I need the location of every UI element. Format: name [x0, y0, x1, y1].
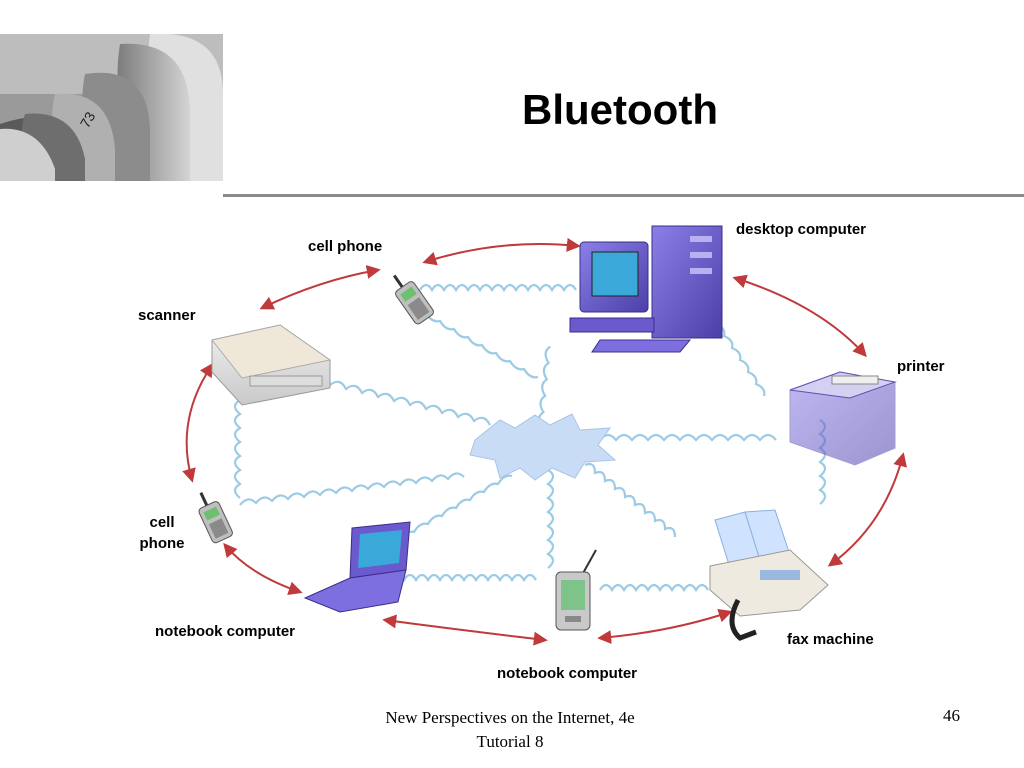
- radio-links: [233, 283, 827, 593]
- wave-ring-top: [419, 283, 577, 293]
- arrow-fax-pda: [597, 608, 733, 645]
- arrow-pda-notebook: [382, 614, 548, 646]
- wave-to-scanner: [329, 380, 491, 426]
- arrow-scanner-cellphone: [259, 265, 381, 310]
- footer-line-2: Tutorial 8: [476, 732, 544, 751]
- wave-to-printer: [599, 433, 777, 442]
- label-printer: printer: [897, 358, 945, 375]
- title-divider: [223, 194, 1024, 197]
- label-desktop-computer: desktop computer: [736, 221, 867, 238]
- label-cell-phone-top: cell phone: [308, 238, 383, 255]
- fax-machine-icon: [709, 509, 829, 641]
- wave-to-notebook-left: [399, 474, 513, 541]
- slide-title: Bluetooth: [522, 86, 718, 133]
- label-notebook-left: notebook computer: [155, 623, 296, 640]
- footer-line-1: New Perspectives on the Internet, 4e: [385, 708, 635, 727]
- cellphone-left-icon: [198, 492, 233, 544]
- header-photo: 73: [0, 34, 223, 181]
- cellphone-top-icon: [392, 274, 434, 325]
- label-fax-machine: fax machine: [787, 631, 874, 648]
- wave-ring-bottom: [379, 573, 537, 583]
- bluetooth-hub: [469, 413, 617, 481]
- wave-to-fax: [584, 462, 677, 538]
- wave-ring-bottom-right: [599, 583, 709, 593]
- wave-ring-left: [233, 399, 242, 499]
- wave-to-cellphone-left: [239, 472, 465, 506]
- arrow-printer-fax: [827, 452, 907, 567]
- slide-footer: New Perspectives on the Internet, 4e Tut…: [330, 706, 690, 754]
- wave-to-cellphone-top: [411, 304, 539, 379]
- label-cell-phone-left: cell phone: [139, 514, 185, 552]
- connection-arrows: [182, 237, 907, 646]
- svg-text:73: 73: [77, 109, 99, 131]
- printer-icon: [789, 371, 897, 466]
- label-scanner: scanner: [138, 307, 196, 324]
- arrow-desktop-printer: [732, 274, 867, 358]
- page-number: 46: [943, 706, 960, 725]
- arrow-cellphone-scanner: [182, 362, 214, 483]
- label-notebook-bottom: notebook computer: [497, 665, 638, 682]
- notebook-computer-left-icon: [303, 521, 411, 613]
- desktop-computer-icon: [569, 225, 723, 353]
- wave-to-pda: [546, 469, 555, 569]
- pda-icon: [555, 549, 597, 631]
- bluetooth-network-diagram: [182, 225, 907, 646]
- scanner-icon: [211, 324, 332, 406]
- arrow-notebook-cellphone: [223, 542, 303, 596]
- arrow-cellphone-desktop: [422, 237, 581, 266]
